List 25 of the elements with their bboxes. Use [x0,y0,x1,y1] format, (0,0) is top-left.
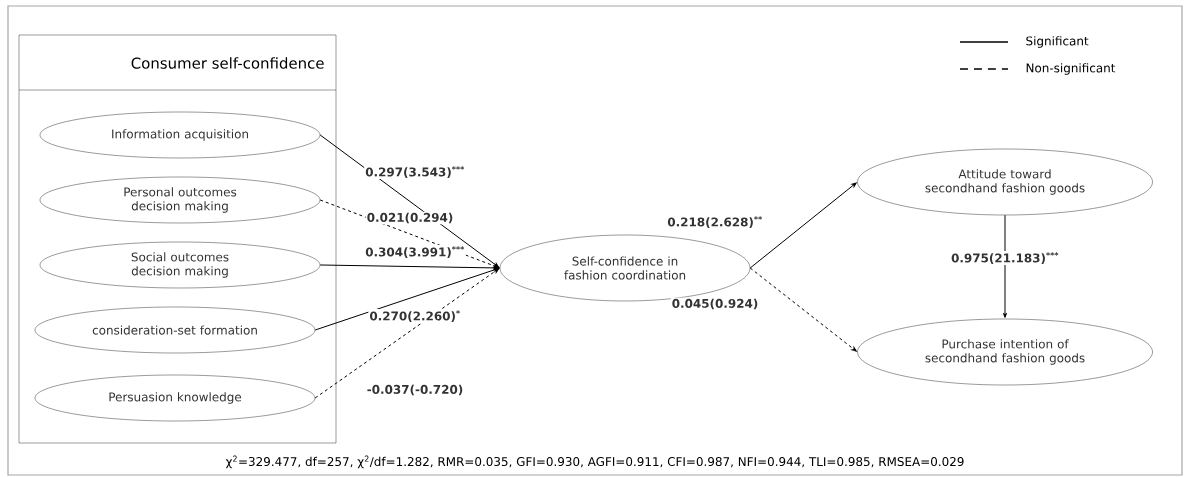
ellipse-node: Social outcomes decision making [39,241,321,289]
edge-label: 0.218(2.628)$^{**}$ [666,215,764,229]
ellipse-node: Attitude toward secondhand fashion goods [857,148,1153,216]
legend-label: Non-significant [1026,63,1116,75]
ellipse-node: Information acquisition [39,111,321,159]
arrow [314,268,500,399]
edge-label: 0.270(2.260)$^{*}$ [368,309,462,323]
arrow [749,267,857,352]
edge-label: 0.021(0.294) [365,211,455,225]
ellipse-node: Persuasion knowledge [34,374,316,422]
edge-label: 0.297(3.543)$^{***}$ [364,165,466,179]
edge-label: 0.045(0.924) [670,297,760,311]
arrow [1003,214,1007,318]
ellipse-node: consideration-set formation [34,306,316,354]
arrow [319,199,499,268]
ellipse-node: Purchase intention of secondhand fashion goods [857,318,1153,386]
arrow [319,264,499,270]
legend-label: Significant [1026,36,1089,48]
fit-statistics: χ$^{2}$=329.477, df=257, χ$^{2}$/df=1.282, RMR=0.035, GFI=0.930, AGFI=0.911, CFI=0.987, NFI=0.944, TLI=0.985, RMSEA=0.029 [225,455,964,469]
arrow [749,182,857,269]
arrow [314,267,499,331]
ellipse-node: Personal outcomes decision making [39,176,321,224]
edge-label: 0.304(3.991)$^{***}$ [364,245,466,259]
edge-label: -0.037(-0.720) [365,383,465,397]
edge-label: 0.975(21.183)$^{***}$ [950,251,1060,265]
